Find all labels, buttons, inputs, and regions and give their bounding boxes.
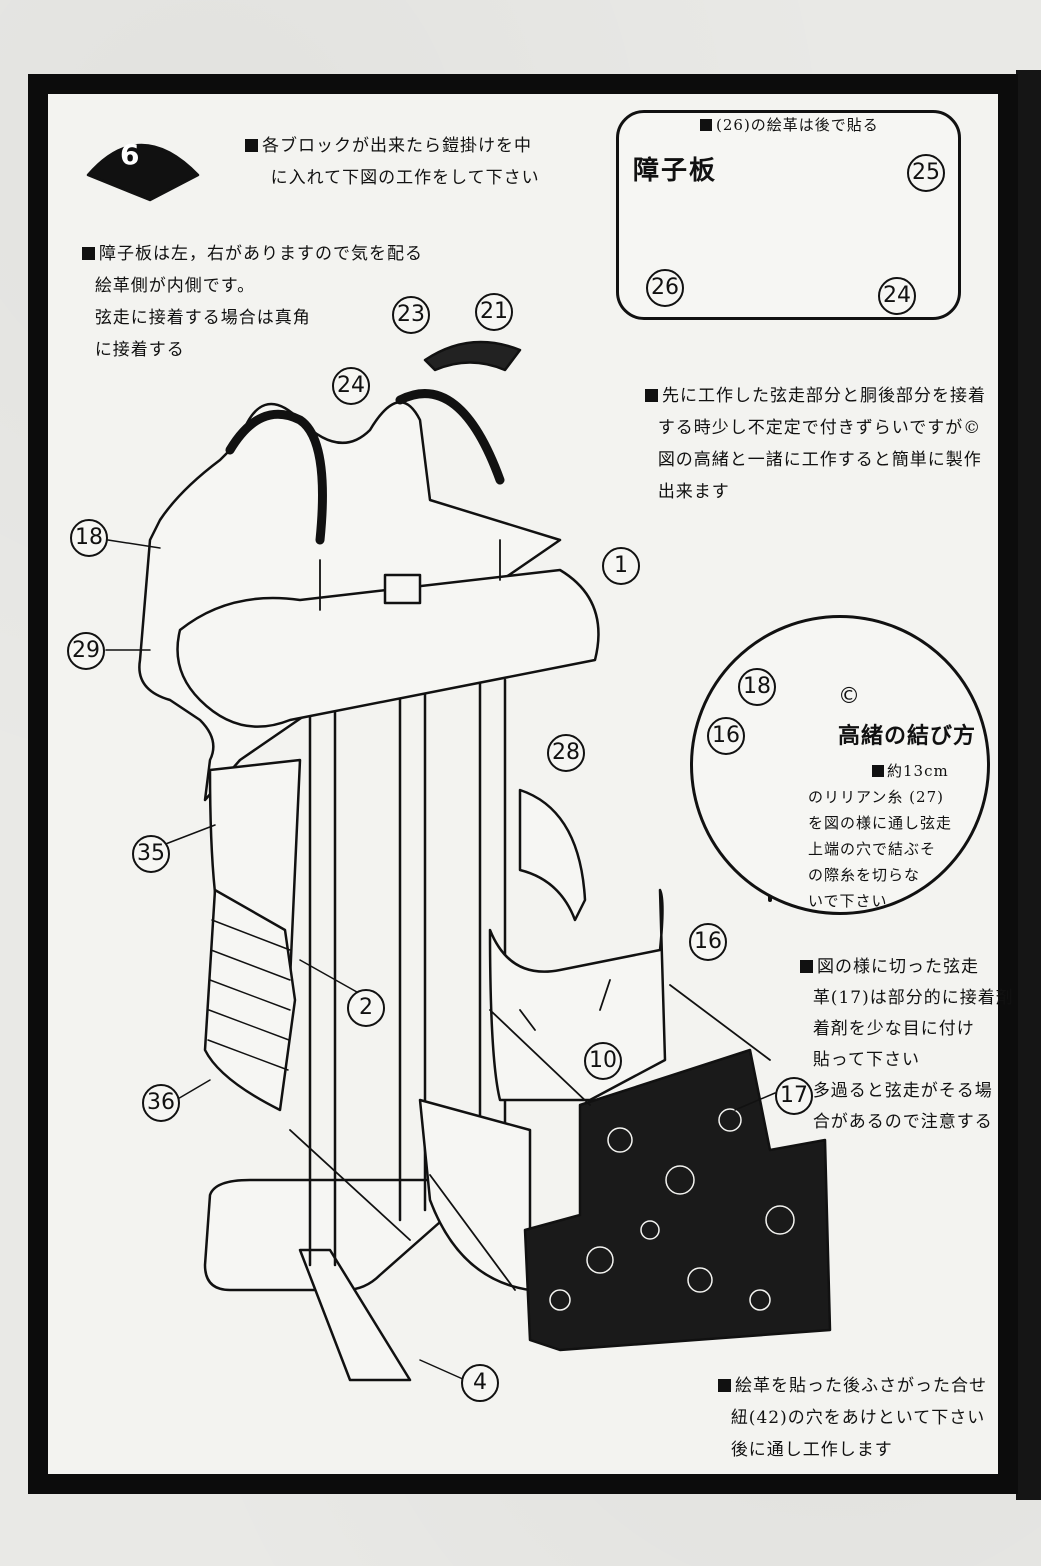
- note-assembly: 先に工作した弦走部分と胴後部分を接着 する時少し不定定で付きずらいですが© 図の…: [645, 380, 986, 508]
- part-label-16: 16: [689, 923, 727, 961]
- detail-label-18: 18: [738, 668, 776, 706]
- bullet-icon: [245, 139, 258, 152]
- inset-title: 障子板: [633, 156, 718, 186]
- part-label-21: 21: [475, 293, 513, 331]
- part-label-2: 2: [347, 989, 385, 1027]
- note-bottom: 絵革を貼った後ふさがった合せ 紐(42)の穴をあけといて下さい 後に通し工作しま…: [718, 1370, 987, 1466]
- part-label-29: 29: [67, 632, 105, 670]
- part-label-1: 1: [602, 547, 640, 585]
- part-label-10: 10: [584, 1042, 622, 1080]
- detail-text: 約13cm のリリアン糸 (27) を図の様に通し弦走 上端の穴で結ぶそ の際糸…: [808, 762, 953, 910]
- part-label-28: 28: [547, 734, 585, 772]
- detail-label-16: 16: [707, 717, 745, 755]
- bullet-icon: [700, 119, 712, 131]
- next-page-edge: [1016, 70, 1041, 1500]
- note-tsurubashiri: 図の様に切った弦走 革(17)は部分的に接着剤 着剤を少な目に付け 貼って下さい…: [800, 952, 1014, 1138]
- bullet-icon: [718, 1379, 731, 1392]
- bullet-icon: [800, 960, 813, 973]
- inset-label-26: 26: [646, 269, 684, 307]
- part-label-4: 4: [461, 1364, 499, 1402]
- part-label-24: 24: [332, 367, 370, 405]
- part-label-35: 35: [132, 835, 170, 873]
- inset-caption: (26)の絵革は後で貼る: [700, 114, 879, 135]
- detail-title: 高緒の結び方: [838, 724, 977, 749]
- detail-mark: ©: [838, 684, 860, 709]
- part-label-17: 17: [775, 1077, 813, 1115]
- step-number: 6: [120, 138, 140, 171]
- takao-detail-circle: [690, 615, 990, 915]
- bullet-icon: [872, 765, 884, 777]
- part-label-36: 36: [142, 1084, 180, 1122]
- note-shoji: 障子板は左，右がありますので気を配る 絵革側が内側です。 弦走に接着する場合は真…: [82, 238, 423, 366]
- part-label-23: 23: [392, 296, 430, 334]
- bullet-icon: [645, 389, 658, 402]
- note-top: 各ブロックが出来たら鎧掛けを中 に入れて下図の工作をして下さい: [245, 130, 540, 194]
- inset-label-25: 25: [907, 154, 945, 192]
- bullet-icon: [82, 247, 95, 260]
- inset-label-24: 24: [878, 277, 916, 315]
- part-label-18: 18: [70, 519, 108, 557]
